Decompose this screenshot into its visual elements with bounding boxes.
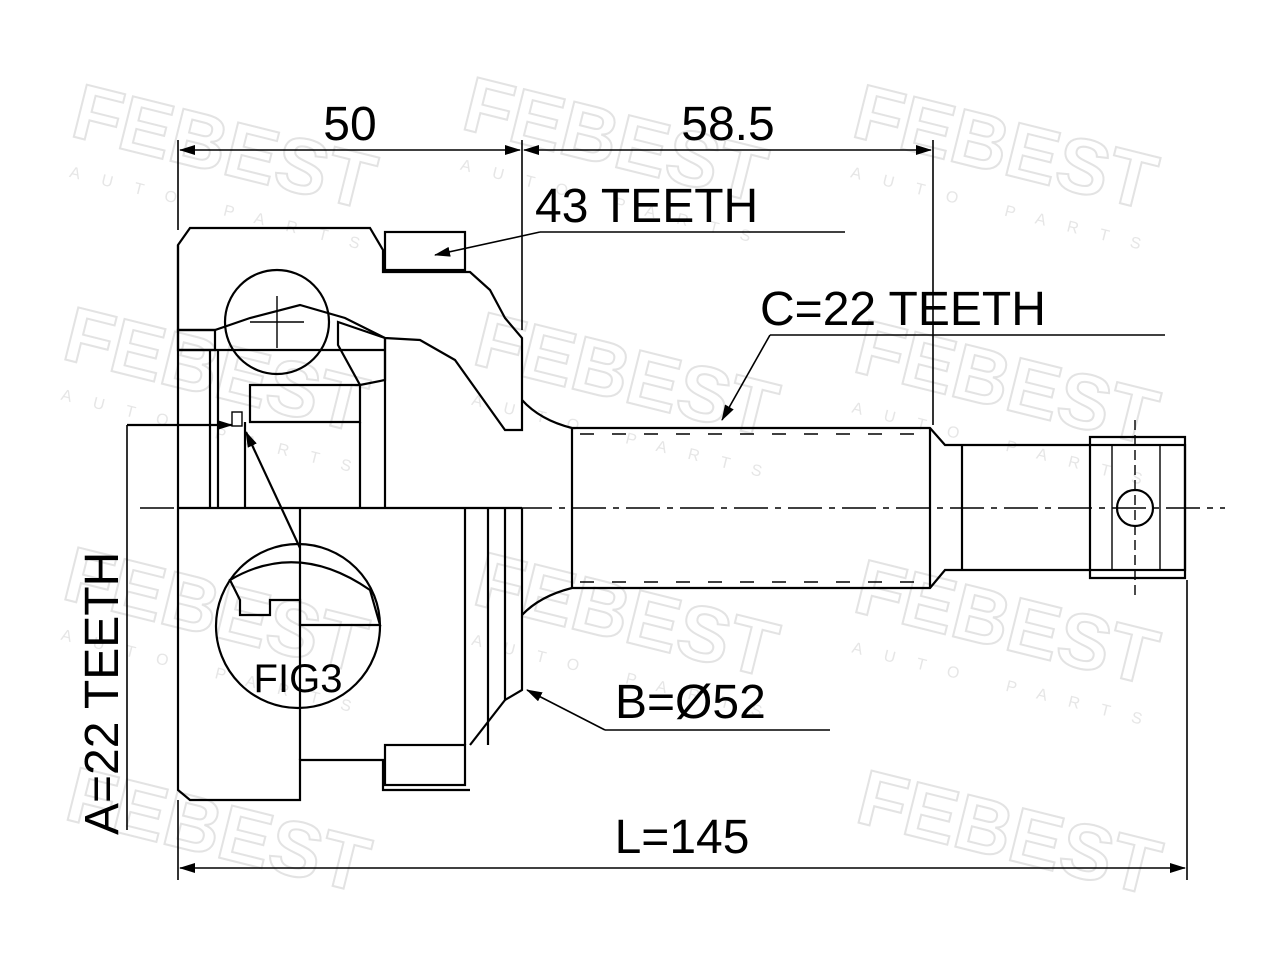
fig3-label: FIG3: [254, 657, 343, 701]
watermark-brand: FEBEST: [849, 752, 1169, 912]
threaded-end: [1088, 443, 1187, 572]
ball-bearing: [223, 268, 331, 376]
callout-c-teeth: C=22 TEETH: [721, 283, 1165, 421]
callout-a-teeth-label: A=22 TEETH: [76, 552, 129, 835]
callout-c-teeth-label: C=22 TEETH: [760, 283, 1046, 336]
callout-43-teeth: 43 TEETH: [434, 180, 845, 257]
abs-ring-top: [383, 230, 467, 272]
callout-diameter: B=Ø52: [526, 676, 830, 731]
callout-a-teeth: A=22 TEETH: [76, 425, 129, 835]
abs-ring-bottom: [383, 743, 467, 787]
fig3-detail: FIG3: [214, 431, 382, 710]
dimension-58-5-label: 58.5: [681, 98, 774, 151]
dimension-50-label: 50: [323, 98, 376, 151]
callout-diameter-label: B=Ø52: [615, 676, 766, 729]
dimension-length: L=145: [177, 580, 1188, 880]
dimension-50: 50: [177, 98, 523, 330]
callout-43-teeth-label: 43 TEETH: [535, 180, 758, 233]
dimension-length-label: L=145: [615, 811, 750, 864]
dimension-58-5: 58.5: [523, 98, 934, 425]
housing-section: [176, 226, 524, 802]
outer-shaft: [521, 399, 1187, 616]
